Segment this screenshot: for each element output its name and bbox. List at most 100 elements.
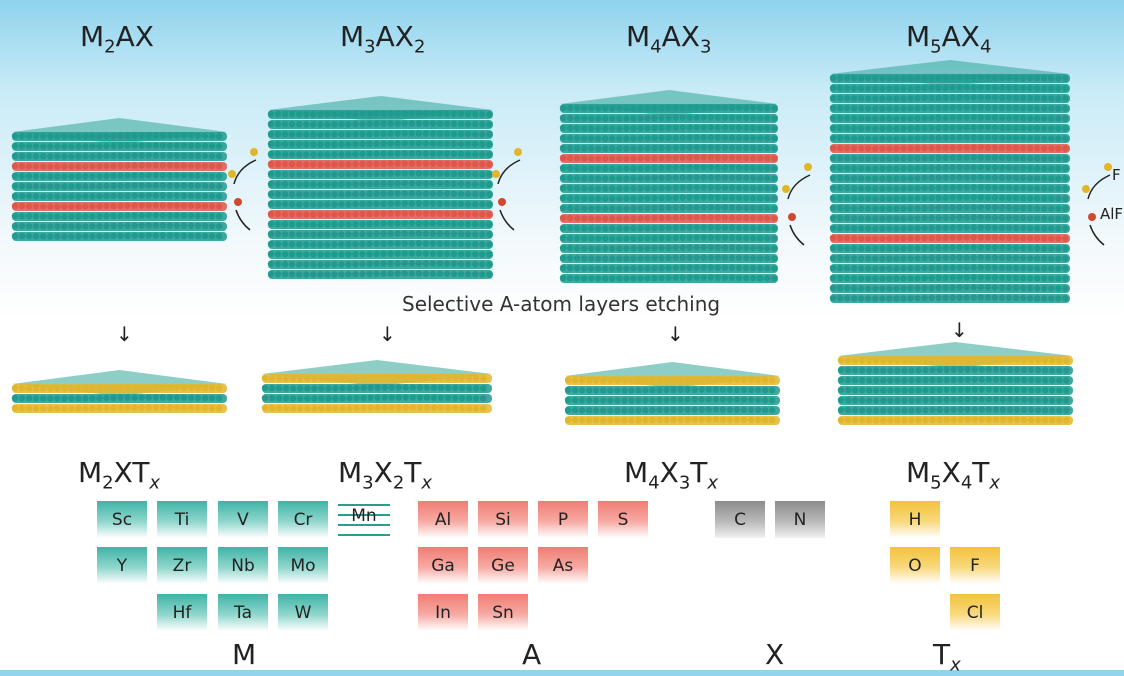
max-block-m2ax-atom: [89, 183, 96, 190]
max-block-m2ax-atom: [215, 183, 223, 190]
mxene-block-m4x3tx-atom: [677, 406, 684, 413]
max-block-m4ax3-atom: [609, 145, 616, 152]
max-block-m4ax3-atom: [623, 275, 630, 282]
max-block-m5ax4-atom: [921, 264, 928, 272]
max-block-m5ax4-atom: [886, 185, 893, 192]
max-block-m2ax-atom: [61, 213, 68, 220]
max-block-m2ax-atom: [194, 182, 202, 190]
max-block-m5ax4-atom: [998, 204, 1006, 211]
max-block-m2ax-atom: [96, 142, 103, 150]
max-block-m5ax4-atom: [893, 235, 900, 242]
max-block-m4ax3-atom: [580, 155, 588, 162]
max-block-m2ax-atom: [54, 223, 61, 230]
max-block-m5ax4-atom: [942, 244, 949, 251]
max-block-m2ax-atom: [39, 163, 47, 170]
max-block-m3ax2-atom: [317, 171, 324, 178]
max-block-m3ax2-atom: [338, 191, 345, 198]
max-block-m5ax4-atom: [1026, 294, 1034, 302]
max-block-m3ax2-atom: [422, 240, 430, 247]
max-block-m5ax4-atom: [949, 74, 956, 81]
max-block-m4ax3-atom: [763, 105, 771, 112]
max-block-m5ax4-atom: [1019, 134, 1027, 142]
max-block-m2ax-atom: [39, 133, 47, 140]
max-block-m4ax3-atom: [559, 274, 567, 282]
mxene-block-m2xtx-atom: [11, 404, 19, 412]
group-label-t: Tx: [933, 638, 961, 676]
max-block-m2ax-atom: [110, 232, 117, 240]
max-block-m4ax3-atom: [616, 175, 623, 182]
max-block-m3ax2-atom: [373, 180, 380, 188]
mxene-block-m4x3tx-atom: [585, 377, 593, 384]
mxene-block-m4x3tx-atom: [740, 406, 748, 413]
max-block-m4ax3-atom: [665, 104, 672, 112]
max-block-m4ax3-atom: [771, 105, 778, 112]
max-block-m5ax4-atom: [1026, 104, 1034, 112]
mxene-block-m2xtx-atom: [89, 385, 96, 392]
mxene-block-m5x4tx-atom: [887, 377, 894, 384]
max-block-m4ax3-atom: [735, 124, 743, 131]
max-block-m3ax2-atom: [310, 151, 317, 158]
down-arrow-icon: ↓: [379, 322, 396, 346]
mxene-block-m4x3tx-atom: [600, 377, 607, 384]
max-block-m3ax2-atom: [331, 241, 338, 248]
mxene-block-m5x4tx-atom: [844, 366, 852, 374]
mxene-block-m5x4tx-atom: [992, 416, 1000, 423]
mxene-block-m5x4tx-atom: [844, 406, 852, 414]
max-block-m3ax2-atom: [281, 251, 289, 258]
max-block-m4ax3-atom: [644, 114, 651, 122]
max-block-m4ax3-atom: [714, 254, 722, 261]
max-block-m5ax4-atom: [984, 104, 992, 111]
max-block-m2ax-atom: [32, 203, 40, 210]
max-block-m2ax-atom: [152, 192, 159, 199]
max-block-m5ax4-atom: [977, 244, 985, 251]
max-block-m3ax2-atom: [394, 180, 401, 187]
max-block-m5ax4-atom: [1048, 85, 1055, 92]
max-block-m5ax4-atom: [879, 155, 886, 162]
mxene-block-m3x2tx-atom: [311, 395, 318, 402]
max-block-m3ax2-atom: [295, 111, 303, 118]
max-block-m4ax3-atom: [686, 104, 693, 111]
max-block-m3ax2-atom: [310, 111, 317, 118]
mxene-block-m5x4tx-atom: [844, 416, 852, 424]
mxene-block-m5x4tx-atom: [999, 386, 1007, 393]
max-block-m3ax2-layer: [268, 200, 493, 209]
max-block-m3ax2-atom: [324, 231, 331, 238]
max-block-m3ax2-atom: [394, 220, 401, 227]
mxene-block-m5x4tx-atom: [950, 356, 957, 363]
max-block-m5ax4-atom: [1055, 265, 1062, 272]
mxene-block-m5x4tx-atom: [880, 417, 887, 424]
max-block-m4ax3-atom: [749, 264, 757, 272]
max-block-m5ax4-atom: [872, 175, 879, 182]
max-block-m3ax2-layer: [268, 160, 493, 169]
max-block-m5ax4-atom: [1026, 204, 1034, 212]
mxene-block-m5x4tx-atom: [964, 356, 971, 363]
max-block-m5ax4-atom: [970, 194, 977, 201]
mxene-block-m5x4tx-atom: [971, 406, 978, 413]
max-block-m2ax-atom: [166, 222, 174, 229]
max-block-m4ax3-atom: [580, 205, 588, 212]
mxene-block-m2xtx-atom: [201, 394, 209, 402]
mxene-block-m2xtx-atom: [131, 404, 138, 411]
max-block-m2ax-atom: [138, 222, 145, 229]
max-block-m5ax4-atom: [872, 155, 879, 162]
mxene-block-m5x4tx-atom: [894, 387, 901, 394]
max-block-m4ax3-atom: [707, 164, 715, 171]
max-block-m3ax2-atom: [415, 240, 423, 247]
max-block-m5ax4-atom: [829, 294, 837, 302]
max-block-m5ax4-atom: [1012, 234, 1020, 242]
mxene-block-m4x3tx-atom: [719, 416, 727, 423]
max-block-m3ax2-atom: [317, 271, 324, 278]
max-block-m2ax-atom: [159, 172, 167, 179]
max-block-m4ax3-atom: [595, 185, 602, 192]
mxene-block-m4x3tx-atom: [663, 406, 670, 414]
max-block-m5ax4-atom: [836, 84, 844, 92]
mxene-block-m5x4tx-atom: [844, 376, 852, 384]
mxene-block-m4x3tx-atom: [705, 416, 712, 423]
max-block-m3ax2-atom: [436, 110, 444, 117]
max-block-m3ax2-atom: [464, 230, 472, 238]
mxene-block-m3x2tx-atom: [451, 384, 459, 392]
mxene-block-m3x2tx-atom: [318, 405, 325, 412]
mxene-block-m4x3tx-atom: [768, 417, 776, 424]
max-block-m5ax4-atom: [935, 84, 942, 92]
max-block-m3ax2-atom: [359, 250, 366, 258]
